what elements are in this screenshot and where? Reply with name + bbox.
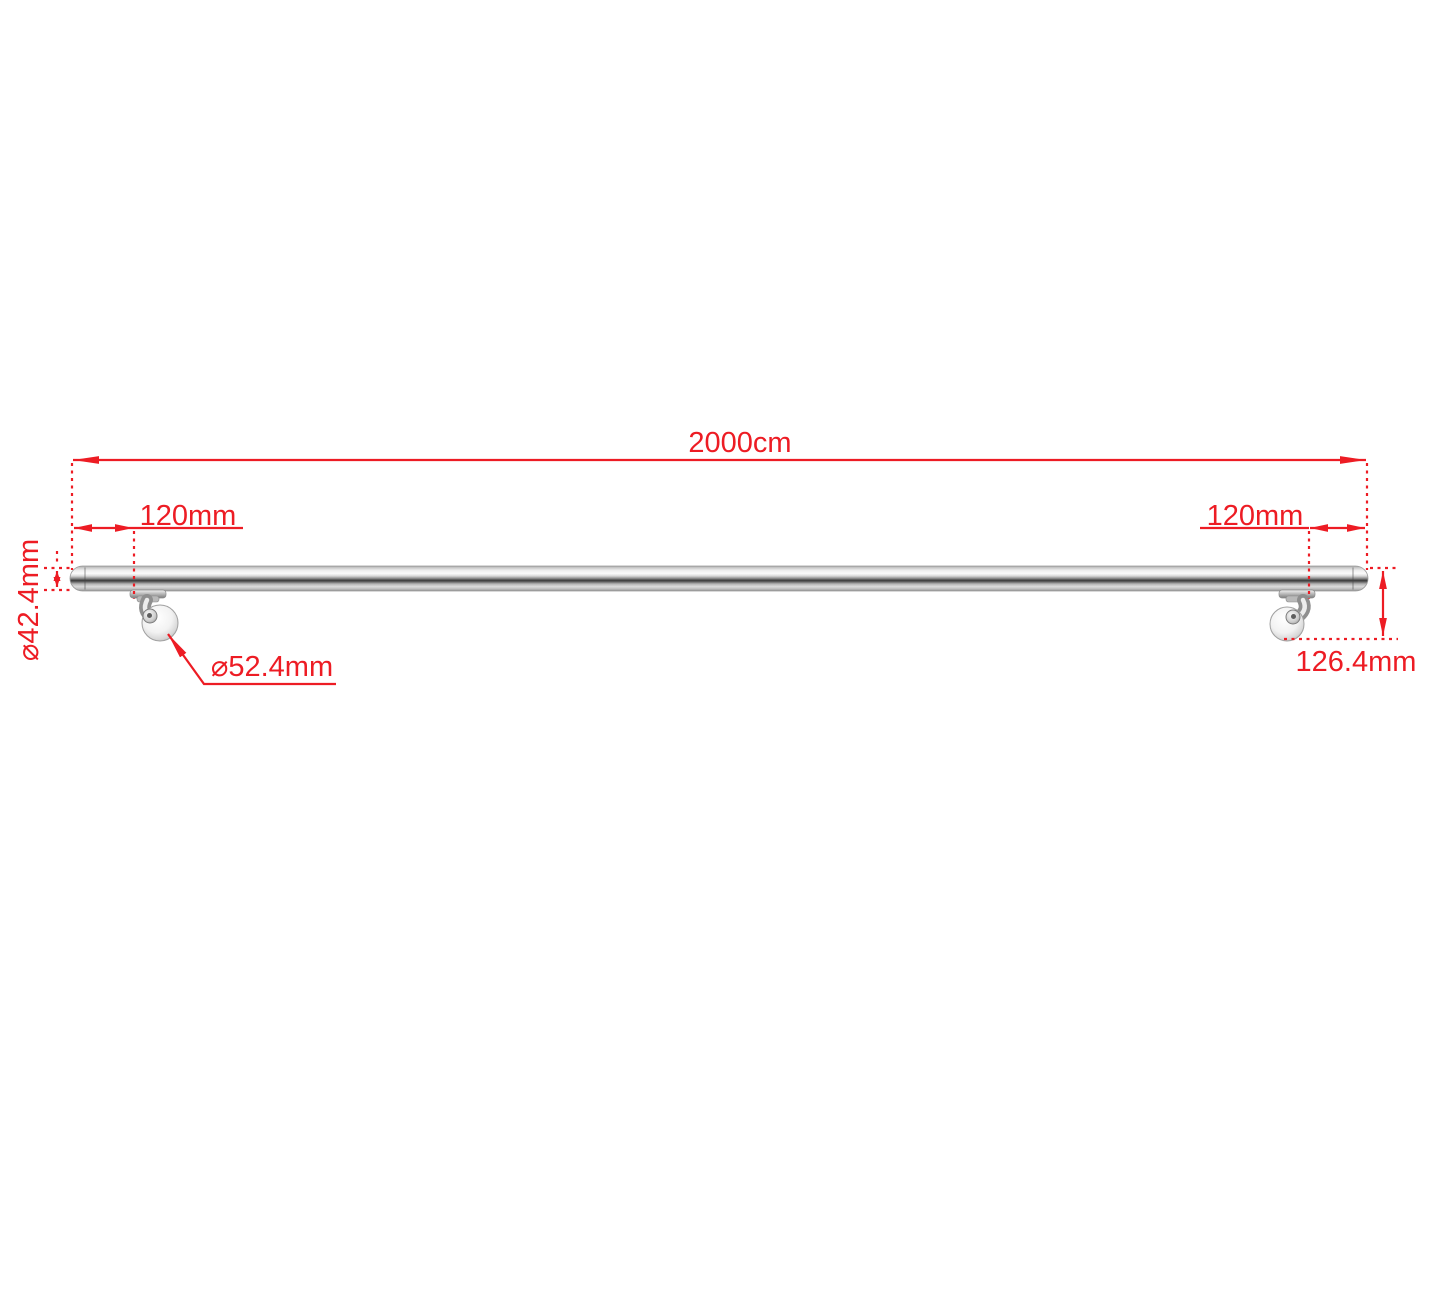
dimension-right-offset (1200, 524, 1365, 599)
right-bracket-wall-disc (1269, 606, 1305, 642)
right-bracket-bolt (1291, 614, 1296, 619)
left-bracket-bolt (147, 613, 152, 618)
dimension-rail-diameter (44, 551, 70, 592)
dimension-bracket-base-diameter (167, 633, 336, 686)
left-offset-label: 120mm (140, 500, 237, 532)
bracket-height-label: 126.4mm (1296, 646, 1417, 678)
dimension-left-offset (74, 524, 243, 599)
overall-length-label: 2000cm (688, 427, 791, 459)
handrail (69, 565, 1369, 592)
rail-diameter-label: ⌀42.4mm (13, 539, 45, 661)
dimension-bracket-height (1284, 566, 1398, 641)
handrail-tube (69, 565, 1369, 592)
bracket-base-diameter-label: ⌀52.4mm (211, 651, 333, 683)
bracket-base-leader-line (167, 633, 336, 686)
right-offset-label: 120mm (1207, 500, 1304, 532)
right-bracket (1269, 589, 1316, 642)
extension-lines-behind (70, 463, 1369, 570)
left-bracket (129, 589, 179, 642)
